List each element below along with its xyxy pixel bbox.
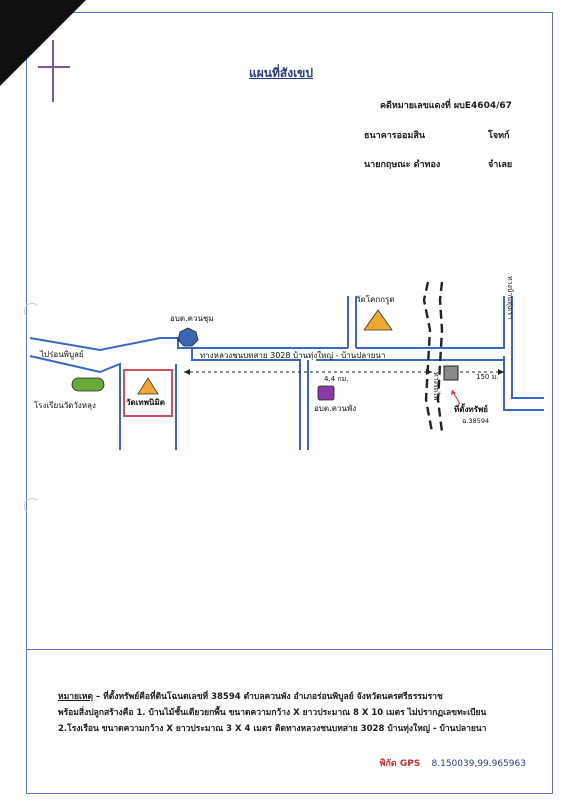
tao-bottom-icon [317,385,335,401]
distance-lines [184,369,504,375]
notes-line-1: หมายเหตุ – ที่ตั้งทรัพย์คือที่ดินโฉนดเลข… [58,689,443,703]
property-icon [443,365,459,381]
property-arrow-head [451,390,456,395]
notes-divider [27,649,552,650]
temple-top-icon [363,309,393,331]
case-number: คดีหมายเลขแดงที่ ผบE4604/67 [380,101,512,111]
plaintiff-name: ธนาคารออมสิน [364,131,425,141]
scan-corner-shadow [0,0,86,86]
railway-lines [422,281,444,433]
notes-line-1-text: – ที่ตั้งทรัพย์คือที่ดินโฉนดเลขที่ 38594… [95,692,443,702]
property-deed-label: ฉ.38594 [462,417,490,425]
punch-hole [24,303,40,319]
notes-heading: หมายเหตุ [58,692,93,702]
road-to-right-label: ทางบ้านทุ่งเรา [506,276,514,320]
page-border [26,12,553,794]
temple-top-label: วัดโคกกรูด [356,295,395,304]
gps-coordinates: พิกัด GPS 8.150039,99.965963 [380,756,526,770]
distance-short-label: 150 ม. [476,373,499,381]
cross-mark-horizontal [38,66,70,68]
tao-bottom-label: อบต.ควนพัง [314,404,357,413]
gps-label: พิกัด GPS [379,759,421,769]
property-label: ที่ตั้งทรัพย์ [454,405,488,414]
temple-left-boundary [123,369,173,417]
temple-left-label: วัดเทพนิมิต [126,398,165,407]
notes-line-2: พร้อมสิ่งปลูกสร้างคือ 1. บ้านไม้ชั้นเดีย… [58,708,487,718]
distance-long-label: 4.4 กม. [324,375,349,383]
rail-label: ทางรถไฟ [432,372,440,401]
cross-mark-vertical [52,40,54,102]
defendant-role: จำเลย [488,160,513,170]
map-title: แผนที่สังเขป [249,66,313,80]
road-lines [29,296,544,450]
gps-value: 8.150039,99.965963 [431,759,526,769]
school-label: โรงเรียนวัดวังหลุง [34,401,96,410]
main-road-label: ทางหลวงชนบทสาย 3028 บ้านทุ่งใหญ่ - บ้านป… [200,351,386,360]
temple-left-icon [137,377,159,395]
defendant-name: นายกฤษณะ ดำทอง [364,160,441,170]
notes-line-3: 2.โรงเรือน ขนาดความกว้าง X ยาวประมาณ 3 X… [58,724,487,734]
plaintiff-role: โจทก์ [488,131,510,141]
punch-hole [24,498,40,514]
tao-top-icon [177,327,199,347]
road-to-ronphibun-label: ไปร่อนพิบูลย์ [40,350,84,359]
school-icon [71,377,105,392]
tao-top-label: อบต.ควนชุม [170,314,214,323]
